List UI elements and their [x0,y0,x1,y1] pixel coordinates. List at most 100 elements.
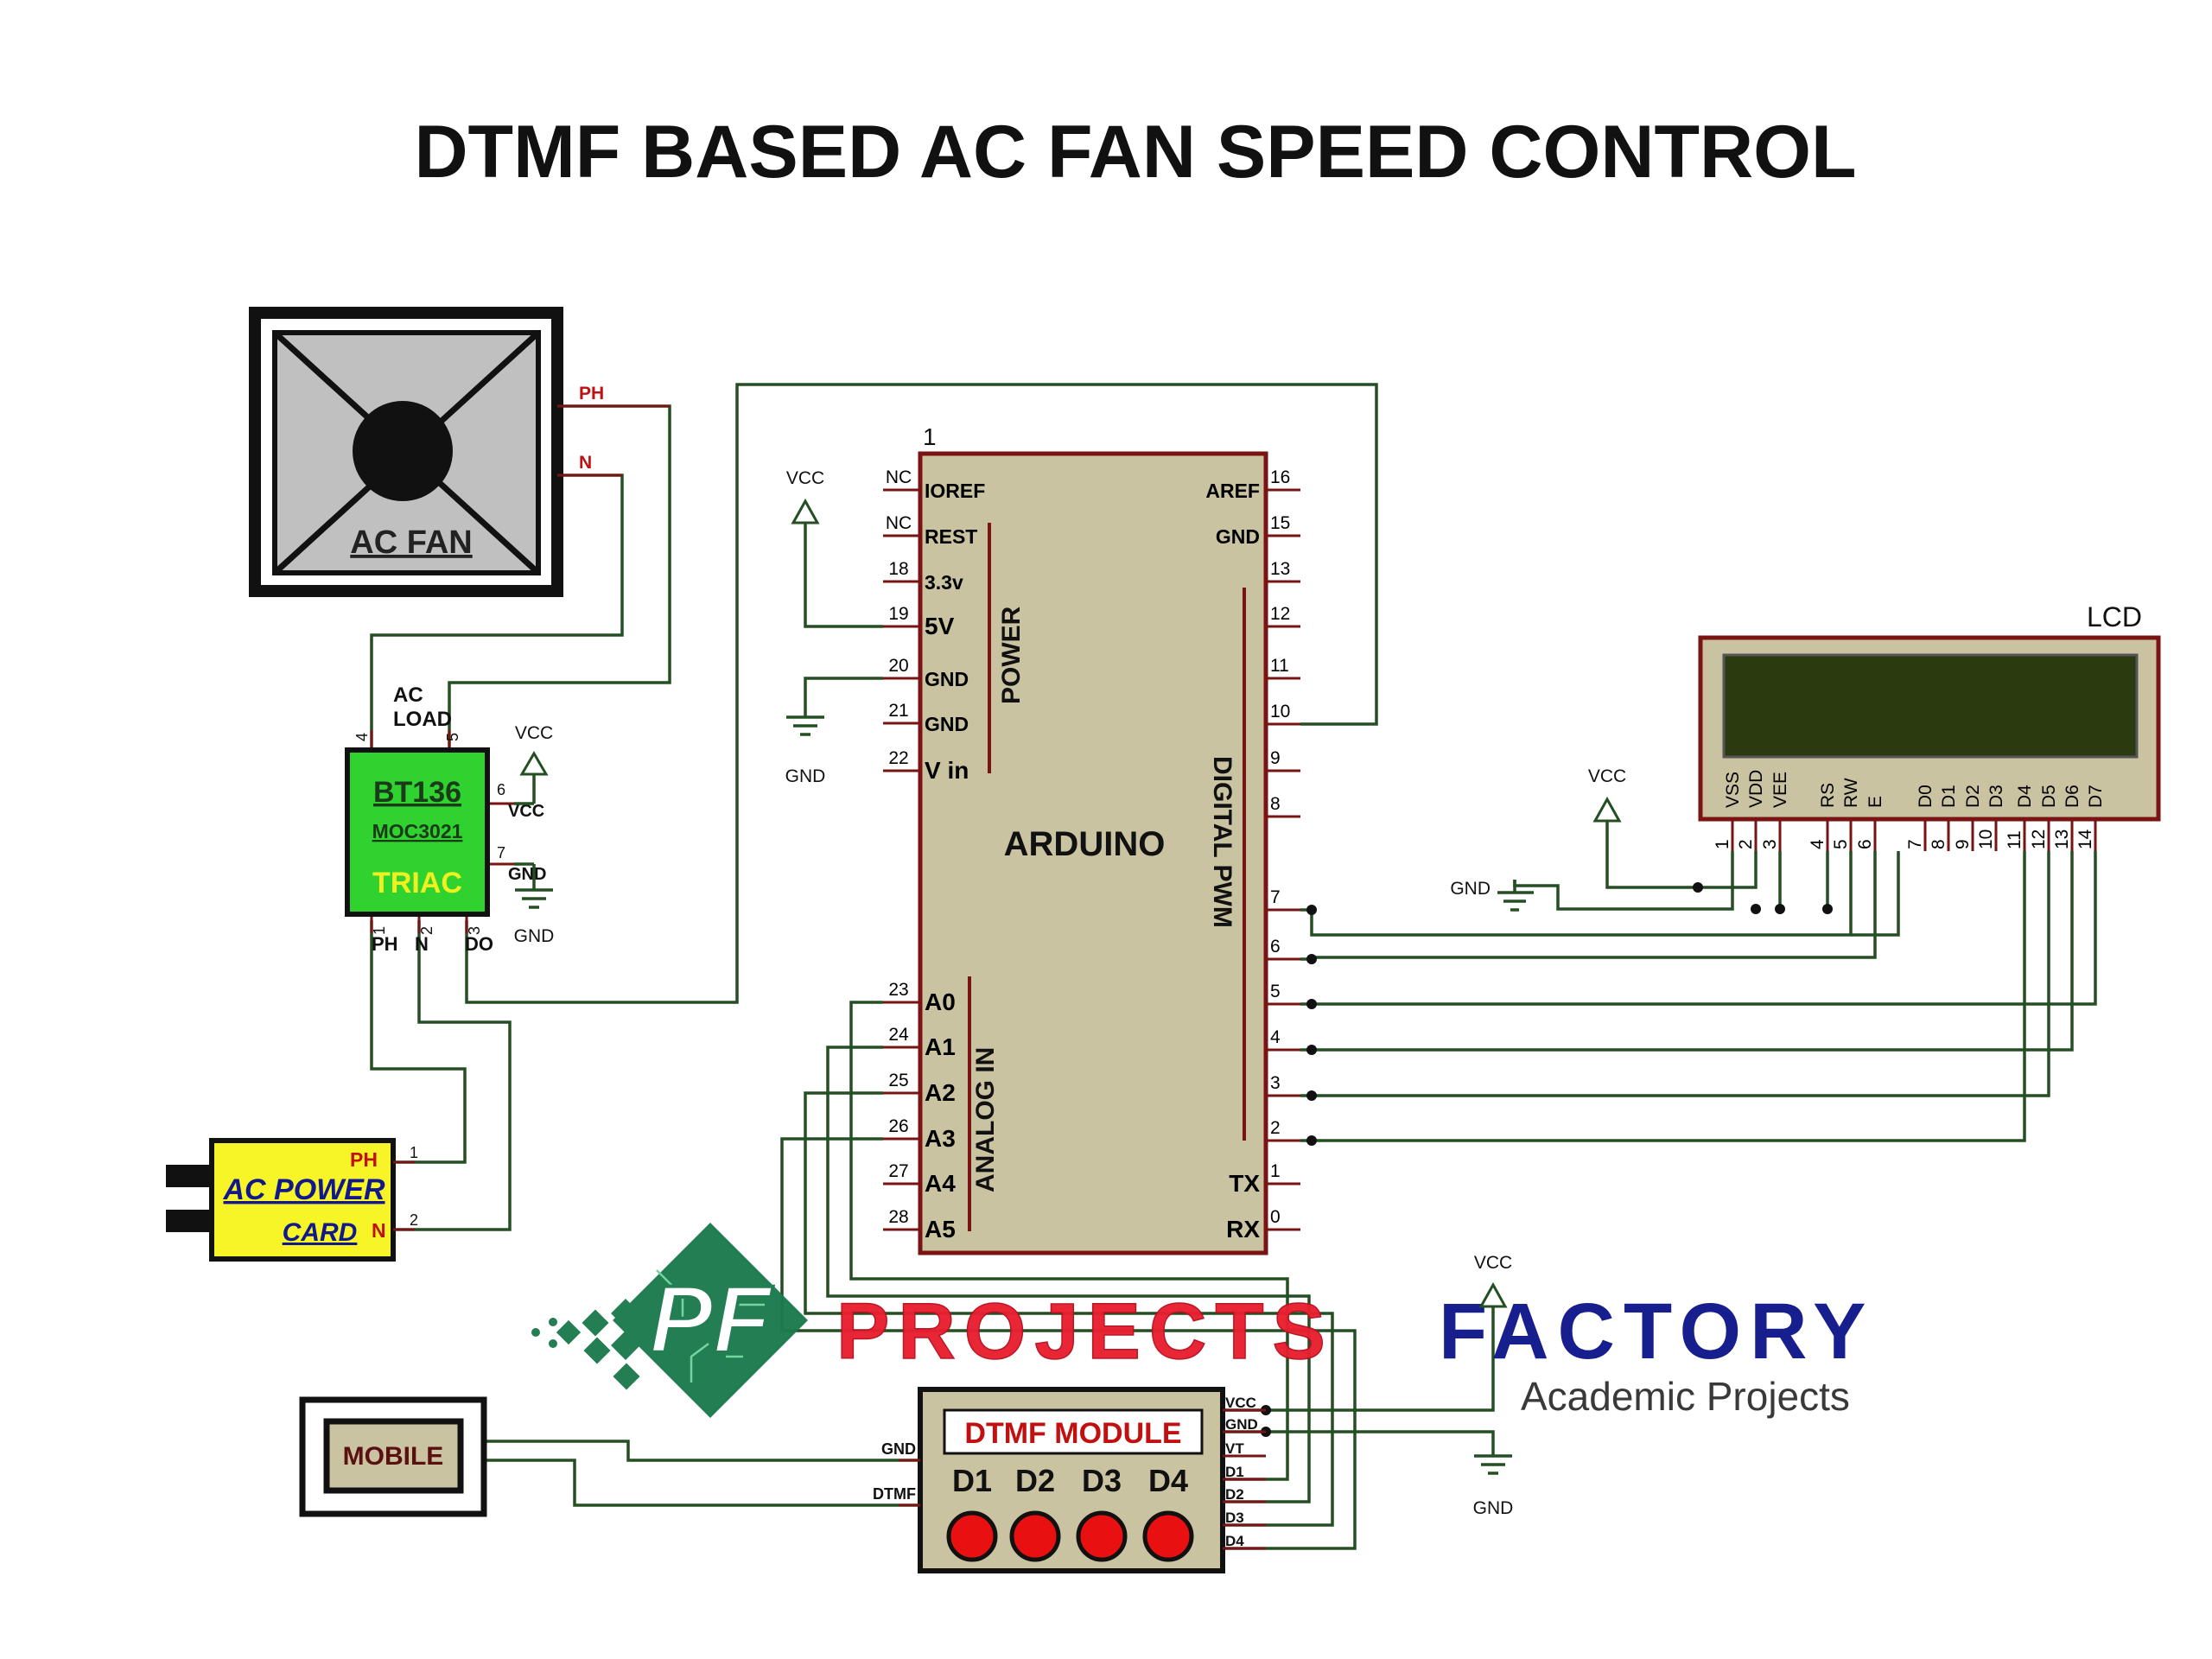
lcd-pin-number: 3 [1760,839,1780,849]
mobile-label: MOBILE [343,1442,444,1471]
lcd-pin-name: E [1866,796,1885,808]
dtmf-dtmf-pin-label: DTMF [873,1485,916,1503]
arduino-left-pin-label: GND [925,668,969,690]
triac-pin-5: 5 [444,733,461,741]
power-card-line1: AC POWER [223,1173,385,1206]
arduino-left-pin-label: A5 [925,1216,956,1243]
arduino-right-pin-number: 0 [1270,1207,1281,1227]
dtmf-led-label: D1 [952,1463,992,1498]
arduino-power-label: POWER [997,606,1026,704]
arduino-left-pin-number: 28 [888,1207,908,1227]
dtmf-led-indicator [1009,1510,1061,1562]
lcd-pin-number: 13 [2052,830,2072,849]
lcd-pin-name: D2 [1963,785,1983,808]
arduino-gnd-symbol-label: GND [785,766,826,786]
arduino-right-pin-number: 5 [1270,982,1281,1001]
lcd-pin-name: D6 [2063,785,2082,808]
lcd-pin-number: 4 [1808,839,1827,849]
arduino-ref-label: 1 [923,423,937,450]
triac-vcc-pin-label: VCC [508,802,544,821]
arduino-right-pin-number: 3 [1270,1073,1281,1093]
arduino-left-pin-number: 23 [888,980,908,1000]
triac-ac-load-line1: AC [393,683,423,707]
dtmf-led-indicator [946,1510,998,1562]
lcd-pin-number: 6 [1855,839,1875,849]
arduino-left-pin-number: 27 [888,1161,908,1181]
triac-pin-2: 2 [418,926,435,935]
lcd-pin-number: 8 [1929,839,1948,849]
arduino-right-pin-number: 4 [1270,1027,1281,1047]
arduino-left-pin-label: A3 [925,1125,956,1152]
lcd-pin-number: 2 [1736,839,1756,849]
arduino-left-pin-number: 20 [888,656,908,676]
lcd-title: LCD [2087,601,2142,632]
arduino-right-pin-number: 9 [1270,748,1281,768]
lcd-pin-name: RW [1841,778,1861,808]
lcd-pins: VSS1VDD2VEE3RS4RW5E6D07D18D29D310D411D51… [1713,770,2106,851]
lcd-pin-number: 12 [2029,830,2049,849]
fan-ph-label: PH [579,384,604,404]
triac-pin-1: 1 [371,926,388,935]
arduino-right-pin-number: 6 [1270,937,1281,957]
arduino-right-pin-number: 7 [1270,887,1281,907]
arduino-right-pin-label: RX [1226,1216,1260,1243]
arduino-right-pin-number: 16 [1270,467,1290,487]
page-title: DTMF BASED AC FAN SPEED CONTROL [414,111,1856,194]
triac-module: BT136 MOC3021 TRIAC AC LOAD 4 5 6 VCC 7 … [345,683,555,955]
brand-projects: PROJECTS [836,1287,1334,1376]
power-card-ph-label: PH [350,1148,378,1171]
arduino-left-pin-label: GND [925,713,969,735]
dtmf-vcc-symbol-label: VCC [1474,1253,1512,1273]
arduino-left-pin-number: 21 [888,701,908,721]
dtmf-right-pin-label: D2 [1225,1486,1244,1503]
dtmf-right-pin-label: D3 [1225,1510,1244,1526]
arduino-right-pin-number: 15 [1270,513,1290,533]
arduino-left-pin-label: 3.3v [925,571,963,594]
lcd-pin-name: D4 [2015,785,2035,808]
triac-pin-3: 3 [466,926,483,935]
arduino-right-pin-number: 2 [1270,1118,1281,1138]
triac-opto-label: MOC3021 [372,820,463,842]
dtmf-gnd-pin-label: GND [881,1440,916,1458]
dtmf-right-pin-label: D1 [1225,1464,1244,1480]
brand-factory: FACTORY [1439,1287,1874,1376]
triac-pin-4: 4 [353,733,371,741]
triac-ph-label: PH [372,933,398,955]
triac-gnd-symbol-label: GND [514,926,555,946]
arduino-digital-label: DIGITAL PWM [1208,756,1236,928]
lcd-pin-name: D3 [1986,785,2006,808]
arduino-left-pin-label: IOREF [925,480,985,502]
arduino-right-pin-label: GND [1216,525,1260,548]
arduino-left-pin-label: A0 [925,988,956,1015]
arduino-left-pin-number: 25 [888,1071,908,1090]
arduino-left-pin-label: A1 [925,1033,956,1060]
arduino-right-pin-number: 1 [1270,1161,1281,1181]
lcd-pin-name: D7 [2086,785,2106,808]
power-card-line2: CARD [283,1218,358,1247]
dtmf-led-indicator [1142,1510,1194,1562]
lcd-pin-name: RS [1818,783,1838,808]
arduino-left-pin-label: A2 [925,1079,956,1106]
fan-label: AC FAN [350,524,472,561]
triac-part-label: BT136 [373,776,461,809]
lcd-pin-number: 9 [1953,839,1973,849]
arduino-left-pin-label: REST [925,525,977,548]
lcd-pin-number: 10 [1976,830,1996,849]
lcd-pin-number: 5 [1831,839,1851,849]
arduino-right-pin-label: AREF [1205,480,1260,502]
lcd-display: LCD VSS1VDD2VEE3RS4RW5E6D07D18D29D310D41… [1450,601,2161,912]
dtmf-gnd-symbol-label: GND [1473,1498,1514,1518]
projects-factory-watermark: PF PROJECTS FACTORY Academic Projects [531,1223,1874,1419]
lcd-pin-name: VDD [1746,770,1766,808]
lcd-pin-name: VSS [1723,772,1743,808]
arduino-left-pin-number: NC [886,513,912,533]
arduino-right-pin-number: 13 [1270,559,1290,579]
lcd-vcc-symbol-label: VCC [1588,766,1626,786]
lcd-pin-number: 1 [1713,839,1732,849]
ac-power-card: AC POWER CARD PH N 1 2 [166,1138,418,1262]
arduino-right-pin-number: 12 [1270,604,1290,624]
triac-vcc-symbol-label: VCC [515,723,553,743]
